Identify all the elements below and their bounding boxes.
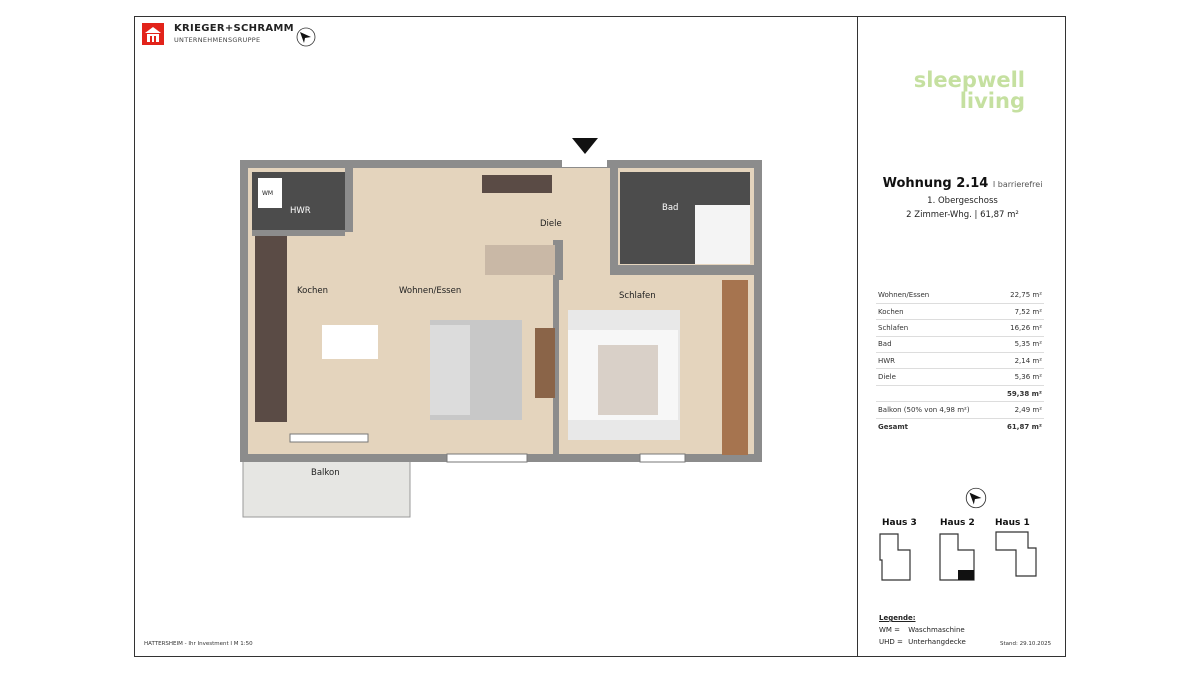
house-label-3: Haus 3: [882, 518, 917, 528]
site-plan: [879, 531, 1037, 581]
area-room: Bad: [876, 336, 996, 354]
total-label: Gesamt: [878, 422, 909, 431]
area-room: Schlafen: [876, 319, 996, 337]
legend-uhd: UHD = Unterhangdecke: [879, 638, 966, 646]
title-suffix: I barrierefrei: [992, 180, 1043, 189]
legend-title: Legende:: [879, 614, 916, 622]
house-3-outline: [879, 533, 911, 581]
house-label-2: Haus 2: [940, 518, 975, 528]
balcony-label: Balkon (50% von 4,98 m²): [876, 401, 996, 419]
area-value: 16,26 m²: [995, 319, 1044, 337]
room-label-wohnen: Wohnen/Essen: [399, 286, 462, 296]
house-1-outline: [995, 531, 1037, 577]
area-value: 22,75 m²: [995, 287, 1044, 304]
area-value: 7,52 m²: [995, 303, 1044, 321]
balcony-value: 2,49 m²: [995, 401, 1044, 419]
house-label-1: Haus 1: [995, 518, 1030, 528]
area-room: HWR: [876, 352, 996, 370]
brand-name: KRIEGER+SCHRAMM: [174, 23, 294, 34]
house-2-outline: [939, 533, 975, 581]
room-label-hwr: HWR: [290, 206, 311, 216]
date-stamp: Stand: 29.10.2025: [1000, 641, 1052, 647]
legend-wm: WM = Waschmaschine: [879, 626, 965, 634]
subtotal-value: 59,38 m²: [995, 385, 1044, 403]
site-compass-icon: [963, 485, 989, 515]
area-room: Kochen: [876, 303, 996, 321]
apartment-summary: 2 Zimmer-Whg. | 61,87 m²: [906, 210, 1019, 220]
floor-plan: [240, 138, 762, 518]
apartment-title: Wohnung 2.14 I barrierefrei: [860, 176, 1065, 191]
area-room: Wohnen/Essen: [876, 287, 996, 304]
area-room: Diele: [876, 368, 996, 386]
logo-line1: sleepwell: [913, 68, 1025, 92]
room-label-schlafen: Schlafen: [619, 291, 656, 301]
total-row: Gesamt 61,87 m²: [876, 418, 1044, 434]
area-value: 2,14 m²: [995, 352, 1044, 370]
footer-project: HATTERSHEIM - Ihr Investment I M 1:50: [144, 641, 253, 647]
compass-icon: [294, 25, 318, 53]
legend-abbr: WM =: [879, 626, 901, 634]
floor-label: 1. Obergeschoss: [927, 196, 998, 206]
sleepwell-logo: sleepwell living: [905, 70, 1025, 112]
logo-line2: living: [959, 89, 1025, 113]
divider: [857, 16, 858, 657]
company-logo-icon: [142, 23, 164, 45]
total-value: 61,87 m²: [1007, 422, 1042, 431]
subtotal-row: 59,38 m²: [876, 385, 1044, 403]
legend-text: Unterhangdecke: [908, 638, 966, 646]
room-label-balkon: Balkon: [311, 468, 340, 478]
room-label-wm: WM: [262, 190, 274, 197]
legend-text: Waschmaschine: [908, 626, 965, 634]
page-frame: [134, 16, 1066, 657]
room-label-kochen: Kochen: [297, 286, 329, 296]
apartment-highlight: [958, 570, 974, 580]
brand-subtitle: UNTERNEHMENSGRUPPE: [174, 36, 261, 44]
legend-abbr: UHD =: [879, 638, 903, 646]
area-value: 5,36 m²: [995, 368, 1044, 386]
title-text: Wohnung 2.14: [882, 176, 989, 191]
room-label-bad: Bad: [662, 203, 679, 213]
area-value: 5,35 m²: [995, 336, 1044, 354]
balcony-row: Balkon (50% von 4,98 m²)2,49 m²: [876, 401, 1044, 419]
room-label-diele: Diele: [540, 219, 562, 229]
